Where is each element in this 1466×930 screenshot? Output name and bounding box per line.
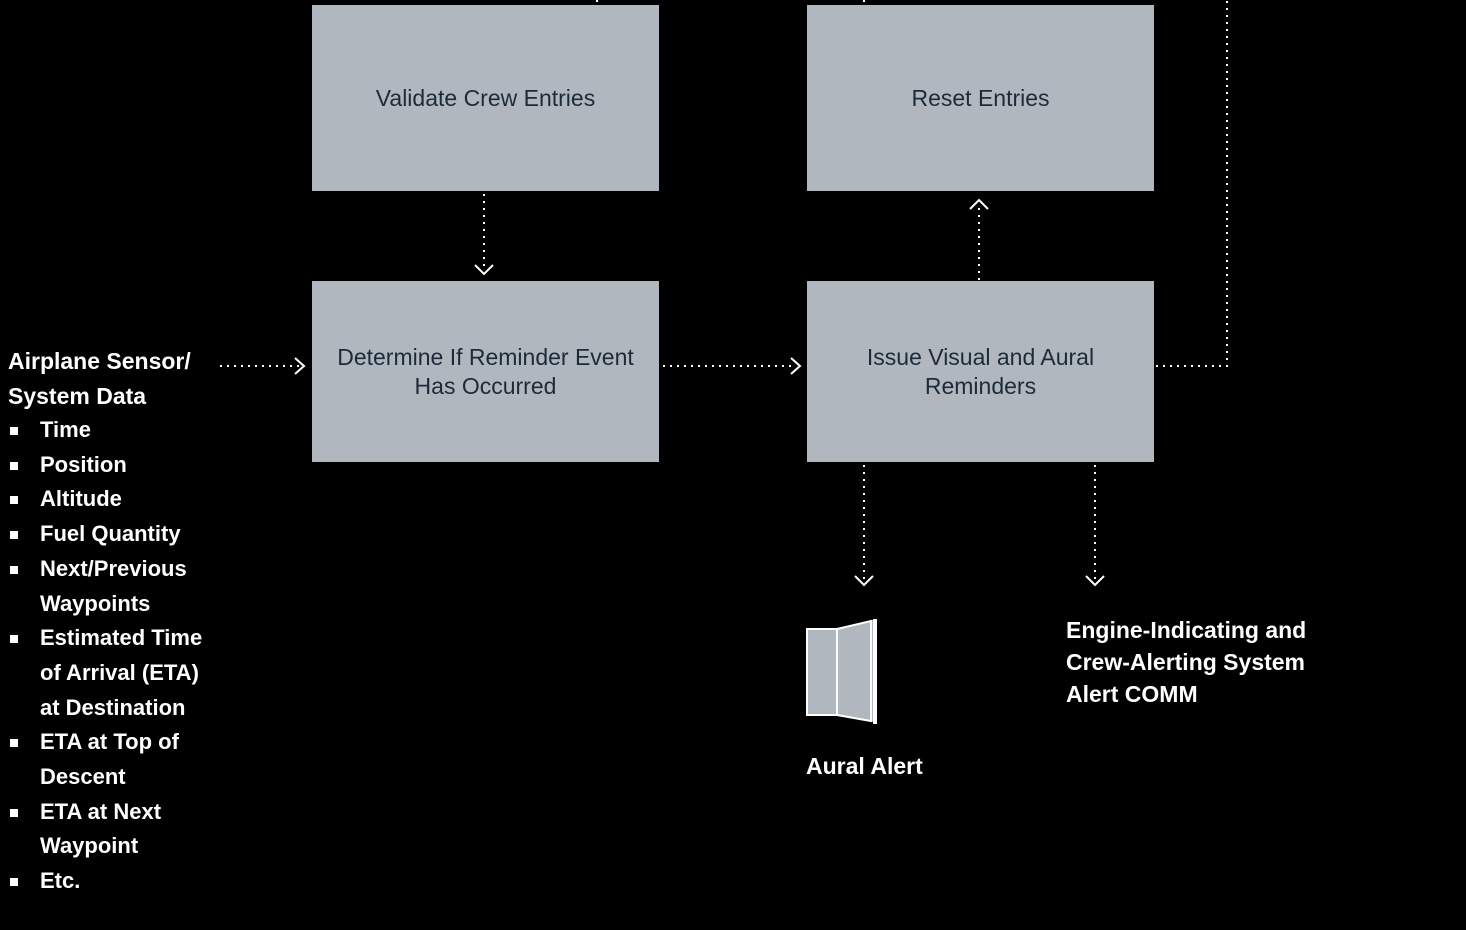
sensor-list-item: Fuel Quantity xyxy=(8,517,220,552)
speaker-icon xyxy=(806,619,877,724)
process-box-determine-reminder-event: Determine If Reminder Event Has Occurred xyxy=(312,281,659,462)
sensor-list-item: Time xyxy=(8,413,220,448)
arrowhead-down-aural xyxy=(854,575,874,587)
arrowhead-up-reset xyxy=(969,198,989,210)
aural-alert-label: Aural Alert xyxy=(806,753,923,779)
arrowhead-down-eicas xyxy=(1085,575,1105,587)
sensor-list-item: Estimated Time of Arrival (ETA) at Desti… xyxy=(8,621,220,725)
process-box-label: Validate Crew Entries xyxy=(375,84,596,111)
process-box-issue-reminders: Issue Visual and Aural Reminders xyxy=(807,281,1154,462)
connector-issue-feedback-loop xyxy=(1156,0,1228,367)
eicas-alert-label: Engine-Indicating and Crew-Alerting Syst… xyxy=(1066,617,1307,707)
process-box-reset-entries: Reset Entries xyxy=(807,5,1154,191)
sensor-list-item: Altitude xyxy=(8,482,220,517)
process-box-label: Determine If Reminder Event Has Occurred xyxy=(337,343,634,399)
arrowhead-right-determine xyxy=(294,357,306,375)
process-box-label: Reset Entries xyxy=(911,84,1050,111)
arrowhead-right-issue xyxy=(790,357,802,375)
sensor-list-item: ETA at Top of Descent xyxy=(8,725,220,794)
sensor-list-item: Etc. xyxy=(8,864,220,899)
process-box-validate-crew-entries: Validate Crew Entries xyxy=(312,5,659,191)
input-source-title: Airplane Sensor/ System Data xyxy=(8,348,191,409)
sensor-list-item: Position xyxy=(8,448,220,483)
sensor-list-item: Next/Previous Waypoints xyxy=(8,552,220,621)
arrowhead-down-determine xyxy=(474,264,494,276)
sensor-list-item: ETA at Next Waypoint xyxy=(8,795,220,864)
process-box-label: Issue Visual and Aural Reminders xyxy=(866,343,1095,399)
